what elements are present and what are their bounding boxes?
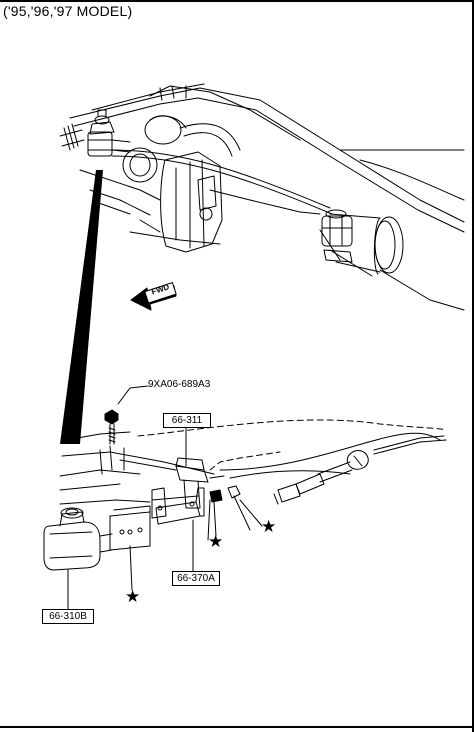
frame-right-rule xyxy=(472,0,474,732)
master-cylinder-right xyxy=(321,209,404,275)
leader-star-cable xyxy=(239,499,263,527)
vehicle-frame-lower xyxy=(59,419,447,505)
nut-and-clip xyxy=(207,475,251,541)
throttle-body-assembly xyxy=(122,115,241,253)
diagram-title: ('95,'96,'97 MODEL) xyxy=(3,3,133,19)
marker-star-cable: ★ xyxy=(261,517,277,537)
marker-star-nut: ★ xyxy=(208,532,224,552)
detail-leader-wedge xyxy=(60,170,103,444)
vehicle-frame-upper xyxy=(59,83,465,311)
forward-direction-arrow xyxy=(130,282,177,311)
leader-star-nut xyxy=(213,501,217,537)
bolt-9XA06-689A3 xyxy=(104,409,119,445)
bracket-66-311 xyxy=(151,457,209,519)
actuator-installed-upper xyxy=(87,109,131,157)
bracket-66-370A xyxy=(155,487,205,525)
frame-bottom-rule xyxy=(0,726,474,728)
frame-top-rule xyxy=(0,0,474,2)
callout-actuator: 66-310B xyxy=(42,609,94,624)
leader-star-plate xyxy=(129,545,133,591)
throttle-cable xyxy=(219,432,447,505)
mounting-plate xyxy=(109,505,151,551)
callout-bracket-upper: 66-311 xyxy=(163,413,211,428)
callout-bolt-label: 9XA06-689A3 xyxy=(148,379,211,390)
actuator-66-310B xyxy=(43,507,113,571)
marker-star-plate: ★ xyxy=(125,587,141,607)
leader-bolt xyxy=(117,385,149,405)
callout-bracket-lower: 66-370A xyxy=(172,571,220,586)
